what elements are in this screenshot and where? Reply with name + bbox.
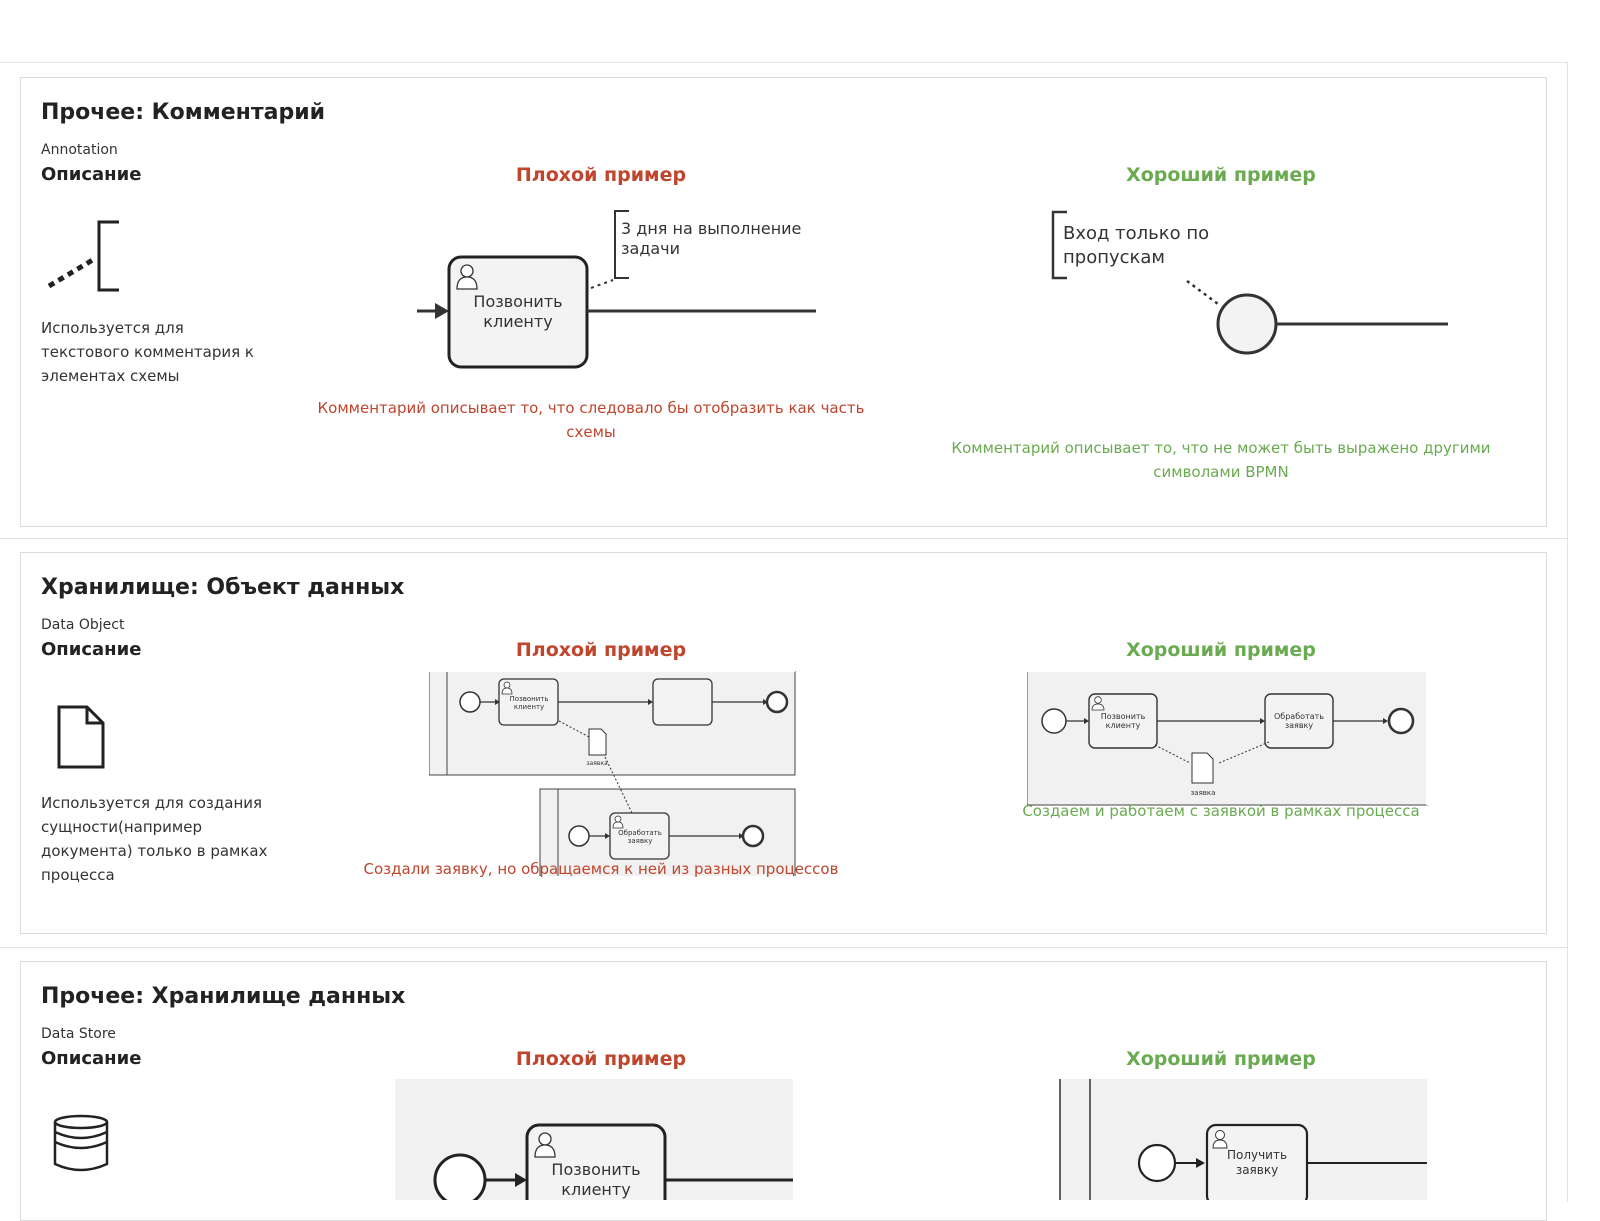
note-text: задачи [621,239,680,258]
scrollbar-track[interactable] [1567,62,1568,1202]
user-icon [1212,1130,1228,1149]
bad-example-diagram: Позвонить клиенту [395,1079,793,1200]
description-text: Используется для создания сущности(напри… [41,794,268,884]
description-heading: Описание [41,164,142,185]
good-example-heading: Хороший пример [1126,639,1316,661]
bad-example-caption: Создали заявку, но обращаемся к ней из р… [363,860,839,878]
task-label: Позвонить [473,292,562,311]
note-text: пропускам [1063,247,1165,268]
data-store-icon [53,1114,109,1172]
bad-example-diagram: Позвонить клиенту 3 дня на выполнение за… [417,210,816,369]
section-annotation: Прочее: Комментарий Annotation Описание … [20,77,1547,527]
task-label: заявку [1285,721,1314,730]
bad-example-caption: Комментарий описывает то, что следовало … [317,399,865,441]
divider [0,947,1568,948]
section-subtitle: Annotation [41,142,118,158]
doc-label: заявка [586,760,608,767]
task-label: Позвонить [1101,712,1146,721]
task-label: Позвонить [551,1160,640,1179]
section-data-store: Прочее: Хранилище данных Data Store Опис… [20,961,1547,1221]
description-heading: Описание [41,639,142,660]
section-title: Прочее: Комментарий [41,100,326,125]
task-label: Позвонить [509,695,548,703]
user-icon [501,681,513,695]
task-label: клиенту [483,312,552,331]
start-event [1216,293,1278,355]
section-title: Прочее: Хранилище данных [41,984,406,1009]
good-example-heading: Хороший пример [1126,164,1316,186]
good-example-heading: Хороший пример [1126,1048,1316,1070]
user-icon [534,1132,556,1158]
annotation-icon [47,220,119,292]
task-label: заявку [628,837,653,845]
bad-example-diagram: Позвонить клиенту заявка Обработать заяв… [429,671,796,876]
task-label: клиенту [1106,721,1141,730]
bad-example-heading: Плохой пример [515,639,687,661]
bad-example-heading: Плохой пример [515,1048,687,1070]
divider [0,62,1568,63]
section-subtitle: Data Store [41,1026,116,1042]
task-label: клиенту [514,703,544,711]
task-label: заявку [1236,1163,1278,1177]
task-label: Получить [1227,1148,1287,1162]
good-example-caption: Создаем и работаем с заявкой в рамках пр… [1022,802,1420,820]
task-label: клиенту [561,1180,630,1199]
good-example-diagram: Вход только по пропускам [1051,210,1448,355]
doc-label: заявка [1191,789,1216,797]
description-text: Используется для текстового комментария … [41,319,254,385]
note-text: 3 дня на выполнение [621,219,801,238]
note-text: Вход только по [1063,223,1209,244]
description-heading: Описание [41,1048,142,1069]
task-label: Обработать [618,829,662,837]
section-data-object: Хранилище: Объект данных Data Object Опи… [20,552,1547,934]
data-object-icon [57,705,105,769]
user-icon [456,264,478,290]
top-bar [0,0,1568,62]
bad-example-heading: Плохой пример [515,164,687,186]
task-label: Обработать [1274,712,1324,721]
section-title: Хранилище: Объект данных [41,575,405,600]
user-icon [612,815,624,829]
section-subtitle: Data Object [41,617,125,633]
good-example-diagram: Позвонить клиенту Обработать заявку заяв… [1027,671,1429,806]
user-icon [1091,696,1105,711]
good-example-diagram: Получить заявку [1059,1079,1427,1200]
divider [0,538,1568,539]
good-example-caption: Комментарий описывает то, что не может б… [951,439,1491,481]
